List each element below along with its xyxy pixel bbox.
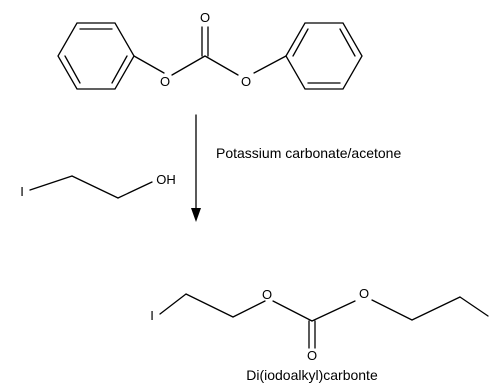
product-iodine-atom: I [150, 308, 154, 323]
product-ester-oxygen-left: O [262, 287, 272, 302]
hydroxyl-group: OH [156, 172, 176, 187]
product-ester-oxygen-right: O [359, 286, 369, 301]
product-carbonyl-oxygen: O [307, 348, 317, 363]
product-carbonate: I O O O [150, 286, 489, 363]
iodine-atom: I [20, 184, 24, 199]
diphenyl-carbonate: O O O [57, 10, 363, 90]
ester-oxygen-left: O [160, 74, 170, 89]
right-phenyl-ring [285, 22, 363, 90]
left-phenyl-ring [57, 22, 135, 90]
product-name: Di(iodoalkyl)carbonte [246, 367, 378, 383]
reaction-conditions: Potassium carbonate/acetone [216, 145, 401, 161]
bond-o-carbonyl-left [171, 55, 206, 76]
iodoethanol: I OH [20, 172, 176, 199]
bond-carbonyl-o-right [204, 55, 239, 76]
carbonyl-oxygen: O [200, 10, 210, 25]
bond-o-ring-right [253, 55, 287, 74]
ester-oxygen-right: O [241, 74, 251, 89]
reaction-arrow [191, 114, 201, 222]
bond-ring-o-left [133, 55, 165, 74]
